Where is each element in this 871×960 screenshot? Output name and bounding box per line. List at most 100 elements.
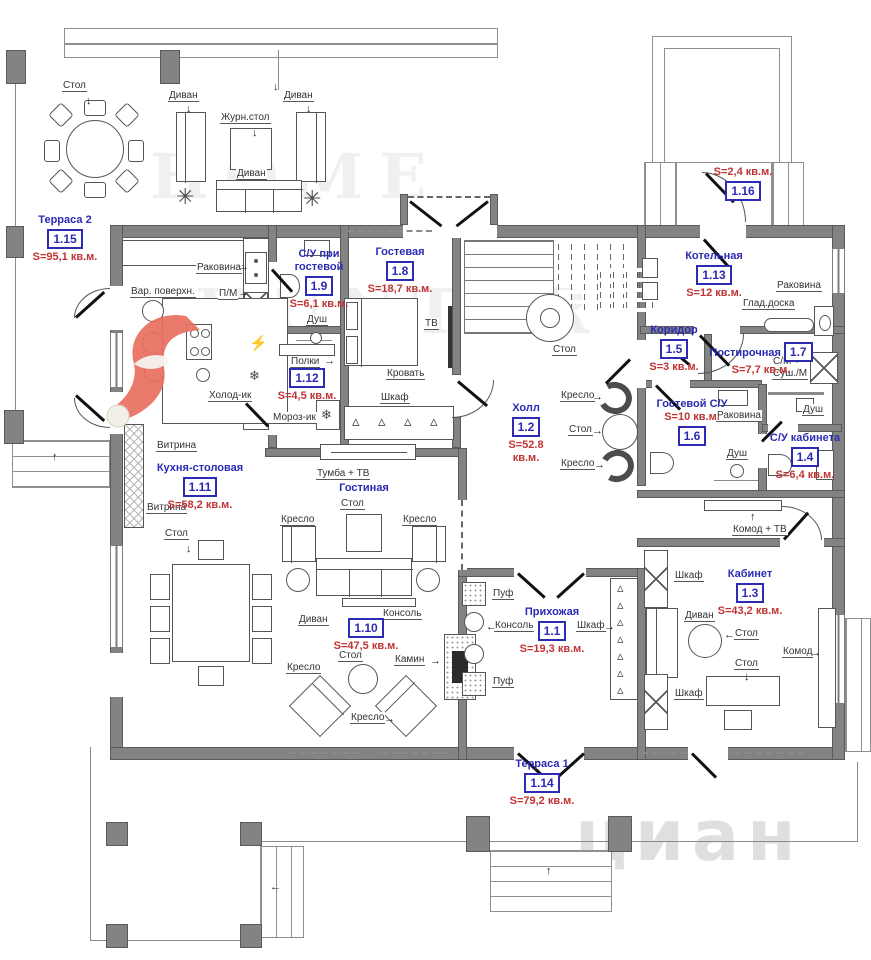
arrow-left-icon: ←: [270, 881, 281, 893]
pillar: [160, 50, 180, 84]
hanger-icon: ▵: [617, 665, 624, 680]
furniture-label: Камин: [394, 654, 426, 666]
terrace1-boundary: [857, 762, 858, 842]
window: [832, 248, 845, 294]
furniture-label: Диван: [684, 610, 715, 622]
side-steps: [845, 618, 871, 752]
room-number: 1.2: [511, 417, 541, 437]
terrace2-steps: [12, 440, 110, 488]
room-area: S=52.8 кв.м.: [508, 439, 544, 464]
furniture-label: Холод-ик: [208, 390, 253, 402]
furniture-label: Диван: [283, 90, 314, 102]
furniture-label: Стол: [338, 650, 363, 662]
room-number: 1.6: [677, 426, 707, 446]
window-wavy: [734, 752, 804, 754]
wall: [637, 490, 845, 498]
room-number: 1.12: [289, 368, 325, 388]
arrow-right-icon: →: [324, 355, 335, 367]
door-opening: [780, 538, 824, 547]
furniture-label: Пуф: [492, 676, 515, 688]
arrow-right-icon: →: [430, 655, 441, 667]
sink: [718, 390, 748, 406]
pillar: [6, 226, 24, 258]
furniture-label: Диван: [236, 168, 267, 180]
room-label-office-wc: С/У кабинета 1.4 S=6,4 кв.м.: [764, 432, 846, 482]
sink: [814, 306, 834, 336]
room-number: 1.13: [696, 265, 732, 285]
furniture-label: Шкаф: [674, 688, 704, 700]
sink: [304, 240, 330, 256]
chair: [150, 606, 170, 632]
window: [110, 332, 123, 388]
hanger-icon: ▵: [352, 413, 360, 430]
arrow-right-icon: →: [604, 621, 615, 633]
dresser: [818, 608, 836, 728]
island-sink: [196, 368, 210, 382]
sofa: [646, 608, 678, 679]
arrow-down-icon: ↓: [186, 543, 192, 555]
chair: [84, 100, 106, 116]
hanger-icon: ▵: [617, 682, 624, 697]
hanger-icon: ▵: [430, 413, 438, 430]
chair: [252, 574, 272, 600]
room-area: S=6,4 кв.м.: [775, 469, 835, 481]
room-name: Коридор: [650, 324, 698, 336]
room-number: 1.10: [348, 618, 384, 638]
arrow-left-icon: ←: [724, 629, 735, 641]
hanger-icon: ▵: [404, 413, 412, 430]
room-number: 1.14: [524, 773, 560, 793]
pouf: [462, 672, 486, 696]
side-terrace-boundary: [90, 940, 262, 941]
chair: [198, 666, 224, 686]
chair: [252, 606, 272, 632]
furniture-label: Душ: [726, 448, 749, 460]
pillar: [106, 822, 128, 846]
chair: [48, 168, 74, 194]
room-label-boiler: Котельная 1.13 S=12 кв.м.: [674, 250, 754, 300]
arrow-down-icon: ↓: [273, 81, 279, 93]
door-opening: [110, 653, 123, 697]
furniture-label: Тумба + ТВ: [316, 468, 371, 480]
room-area: S=58,2 кв.м.: [167, 499, 233, 511]
arrow-up-icon: ↑: [750, 511, 756, 523]
room-area: S=6,1 кв.м.: [289, 298, 349, 310]
arrow-right-icon: →: [592, 391, 603, 403]
room-number: 1.11: [182, 477, 218, 497]
furniture-label: Консоль: [494, 620, 535, 632]
room-label-living-name: Гостиная: [326, 482, 402, 495]
pillar: [240, 822, 262, 846]
tv-stand: [320, 444, 416, 460]
furniture-label: Полки: [290, 356, 321, 368]
room-number: 1.1: [537, 621, 567, 641]
room-label-guest-wc2: Гостевой С/У S=10 кв.м. 1.6: [640, 398, 744, 448]
sofa: [176, 112, 206, 183]
hanger-icon: ▵: [378, 413, 386, 430]
armchair: [374, 674, 438, 738]
door-opening: [694, 326, 740, 334]
wall: [490, 194, 498, 225]
arrow-right-icon: →: [810, 647, 821, 659]
furniture-label: Витрина: [156, 440, 198, 452]
furniture-label: Раковина: [716, 410, 762, 422]
arrow-right-icon: →: [238, 287, 249, 299]
room-label-hall: Холл 1.2 S=52.8 кв.м.: [496, 402, 556, 465]
terrace1-boundary: [258, 841, 858, 842]
shower-rail: [714, 480, 760, 481]
furniture-label: Душ: [802, 404, 825, 416]
armchair: [412, 526, 446, 563]
room-area: S=79,2 кв.м.: [509, 795, 575, 807]
room-area: S=18,7 кв.м.: [367, 283, 433, 295]
kitchen-counter: [122, 240, 244, 266]
room-label-entry: Прихожая 1.1 S=19,3 кв.м.: [514, 606, 590, 656]
furniture-label: Кресло: [560, 458, 596, 470]
hanger-icon: ▵: [617, 648, 624, 663]
room-number: 1.4: [790, 447, 820, 467]
furniture-label: Кровать: [386, 368, 426, 380]
furniture-label: Мороз-ик: [272, 412, 317, 424]
furniture-label: Пуф: [492, 588, 515, 600]
room-name: Прихожая: [524, 606, 580, 618]
window-wavy: [290, 752, 360, 754]
pillar: [6, 50, 26, 84]
sofa: [216, 180, 303, 213]
